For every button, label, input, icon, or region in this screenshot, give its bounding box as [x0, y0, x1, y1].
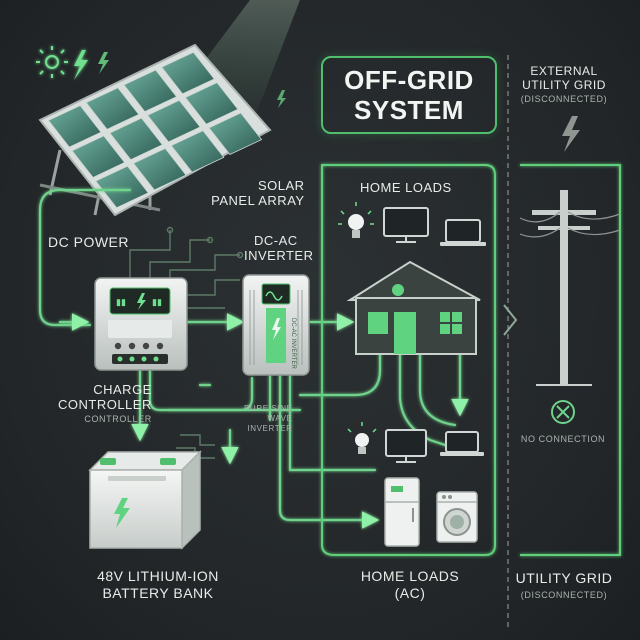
solar-cell [109, 117, 164, 161]
chevron-right-icon [503, 304, 518, 336]
solar-panel-icon [38, 43, 272, 217]
solar-label-line1: SOLAR [258, 178, 305, 193]
solar-cell [132, 147, 187, 191]
grid-bottom-sub: (DISCONNECTED) [520, 590, 608, 600]
grid-top-label: EXTERNAL UTILITY GRID (DISCONNECTED) [512, 64, 616, 106]
solar-cell [95, 165, 149, 209]
utility-pole-icon [519, 190, 621, 386]
home-loads-bottom-line2: (AC) [394, 585, 426, 601]
inverter-icon: DC-AC INVERTER [242, 274, 310, 376]
controller-label-line2: CONTROLLER [58, 397, 152, 412]
no-connection-icon [551, 400, 575, 424]
lightning-icon [98, 52, 109, 74]
controller-sublabel: CONTROLLER [84, 414, 152, 424]
inverter-note-line2: WAVE [267, 414, 293, 423]
solar-cell [208, 112, 263, 156]
svg-text:▮▮: ▮▮ [116, 297, 126, 307]
light-bulb-icon [347, 422, 377, 454]
home-loads-bottom-label: HOME LOADS (AC) [360, 568, 460, 602]
home-loads-bottom-line1: HOME LOADS [360, 568, 460, 584]
inverter-note-line3: INVERTER [247, 424, 293, 433]
dc-power-label: DC POWER [48, 234, 129, 250]
lightning-icon [562, 116, 580, 152]
sun-icon [36, 46, 68, 78]
svg-text:▮▮: ▮▮ [152, 297, 162, 307]
wiring [38, 188, 469, 529]
house-icon [346, 260, 481, 355]
charge-controller-icon: ▮▮ ▮▮ [94, 277, 188, 371]
solar-cell [170, 130, 225, 173]
home-loads-panel [321, 164, 496, 556]
battery-icon [88, 450, 202, 550]
solar-label: SOLAR PANEL ARRAY [211, 178, 305, 208]
solar-cell [161, 51, 215, 95]
battery-label-line2: BATTERY BANK [102, 585, 214, 601]
inverter-device-text: DC-AC INVERTER [290, 318, 296, 370]
page-title-line2: SYSTEM [354, 95, 464, 125]
light-bulb-icon [338, 202, 374, 238]
solar-cell [123, 69, 178, 113]
grid-top-line2: UTILITY GRID [522, 78, 606, 92]
laptop-icon [440, 431, 484, 456]
grid-bottom-label: UTILITY GRID (DISCONNECTED) [512, 570, 616, 604]
solar-cell [47, 104, 102, 148]
grid-bottom-line1: UTILITY GRID [515, 570, 613, 586]
page-title-line1: OFF-GRID [344, 65, 474, 95]
lightning-icon [74, 50, 88, 80]
monitor-icon [385, 429, 427, 463]
battery-label-line1: 48V LITHIUM-ION [97, 568, 219, 584]
solar-cell [71, 135, 126, 178]
grid-top-line1: EXTERNAL [530, 64, 598, 78]
utility-grid-panel [520, 164, 621, 556]
home-loads-top-label: HOME LOADS [360, 180, 452, 195]
refrigerator-icon [384, 477, 420, 547]
solar-cell [184, 82, 239, 125]
inverter-note: PURE SINE WAVE INVERTER [244, 404, 293, 434]
inverter-label: DC-AC INVERTER [244, 233, 314, 263]
solar-cell [146, 99, 201, 143]
inverter-note-line1: PURE SINE [244, 404, 293, 413]
solar-label-line2: PANEL ARRAY [211, 193, 305, 208]
grid-top-sub: (DISCONNECTED) [520, 94, 608, 104]
monitor-icon [383, 207, 429, 243]
washing-machine-icon [436, 491, 478, 543]
inverter-label-line2: INVERTER [244, 248, 314, 263]
circuit-traces [129, 226, 244, 459]
solar-cell [85, 87, 140, 130]
battery-label: 48V LITHIUM-ION BATTERY BANK [88, 568, 228, 602]
inverter-label-line1: DC-AC [254, 233, 298, 248]
laptop-icon [440, 219, 486, 246]
controller-label-line1: CHARGE [93, 382, 152, 397]
lightning-icon [277, 90, 286, 108]
no-connection-label: NO CONNECTION [520, 434, 606, 444]
title-box: OFF-GRID SYSTEM [321, 56, 497, 134]
controller-label: CHARGE CONTROLLER CONTROLLER [58, 382, 152, 427]
